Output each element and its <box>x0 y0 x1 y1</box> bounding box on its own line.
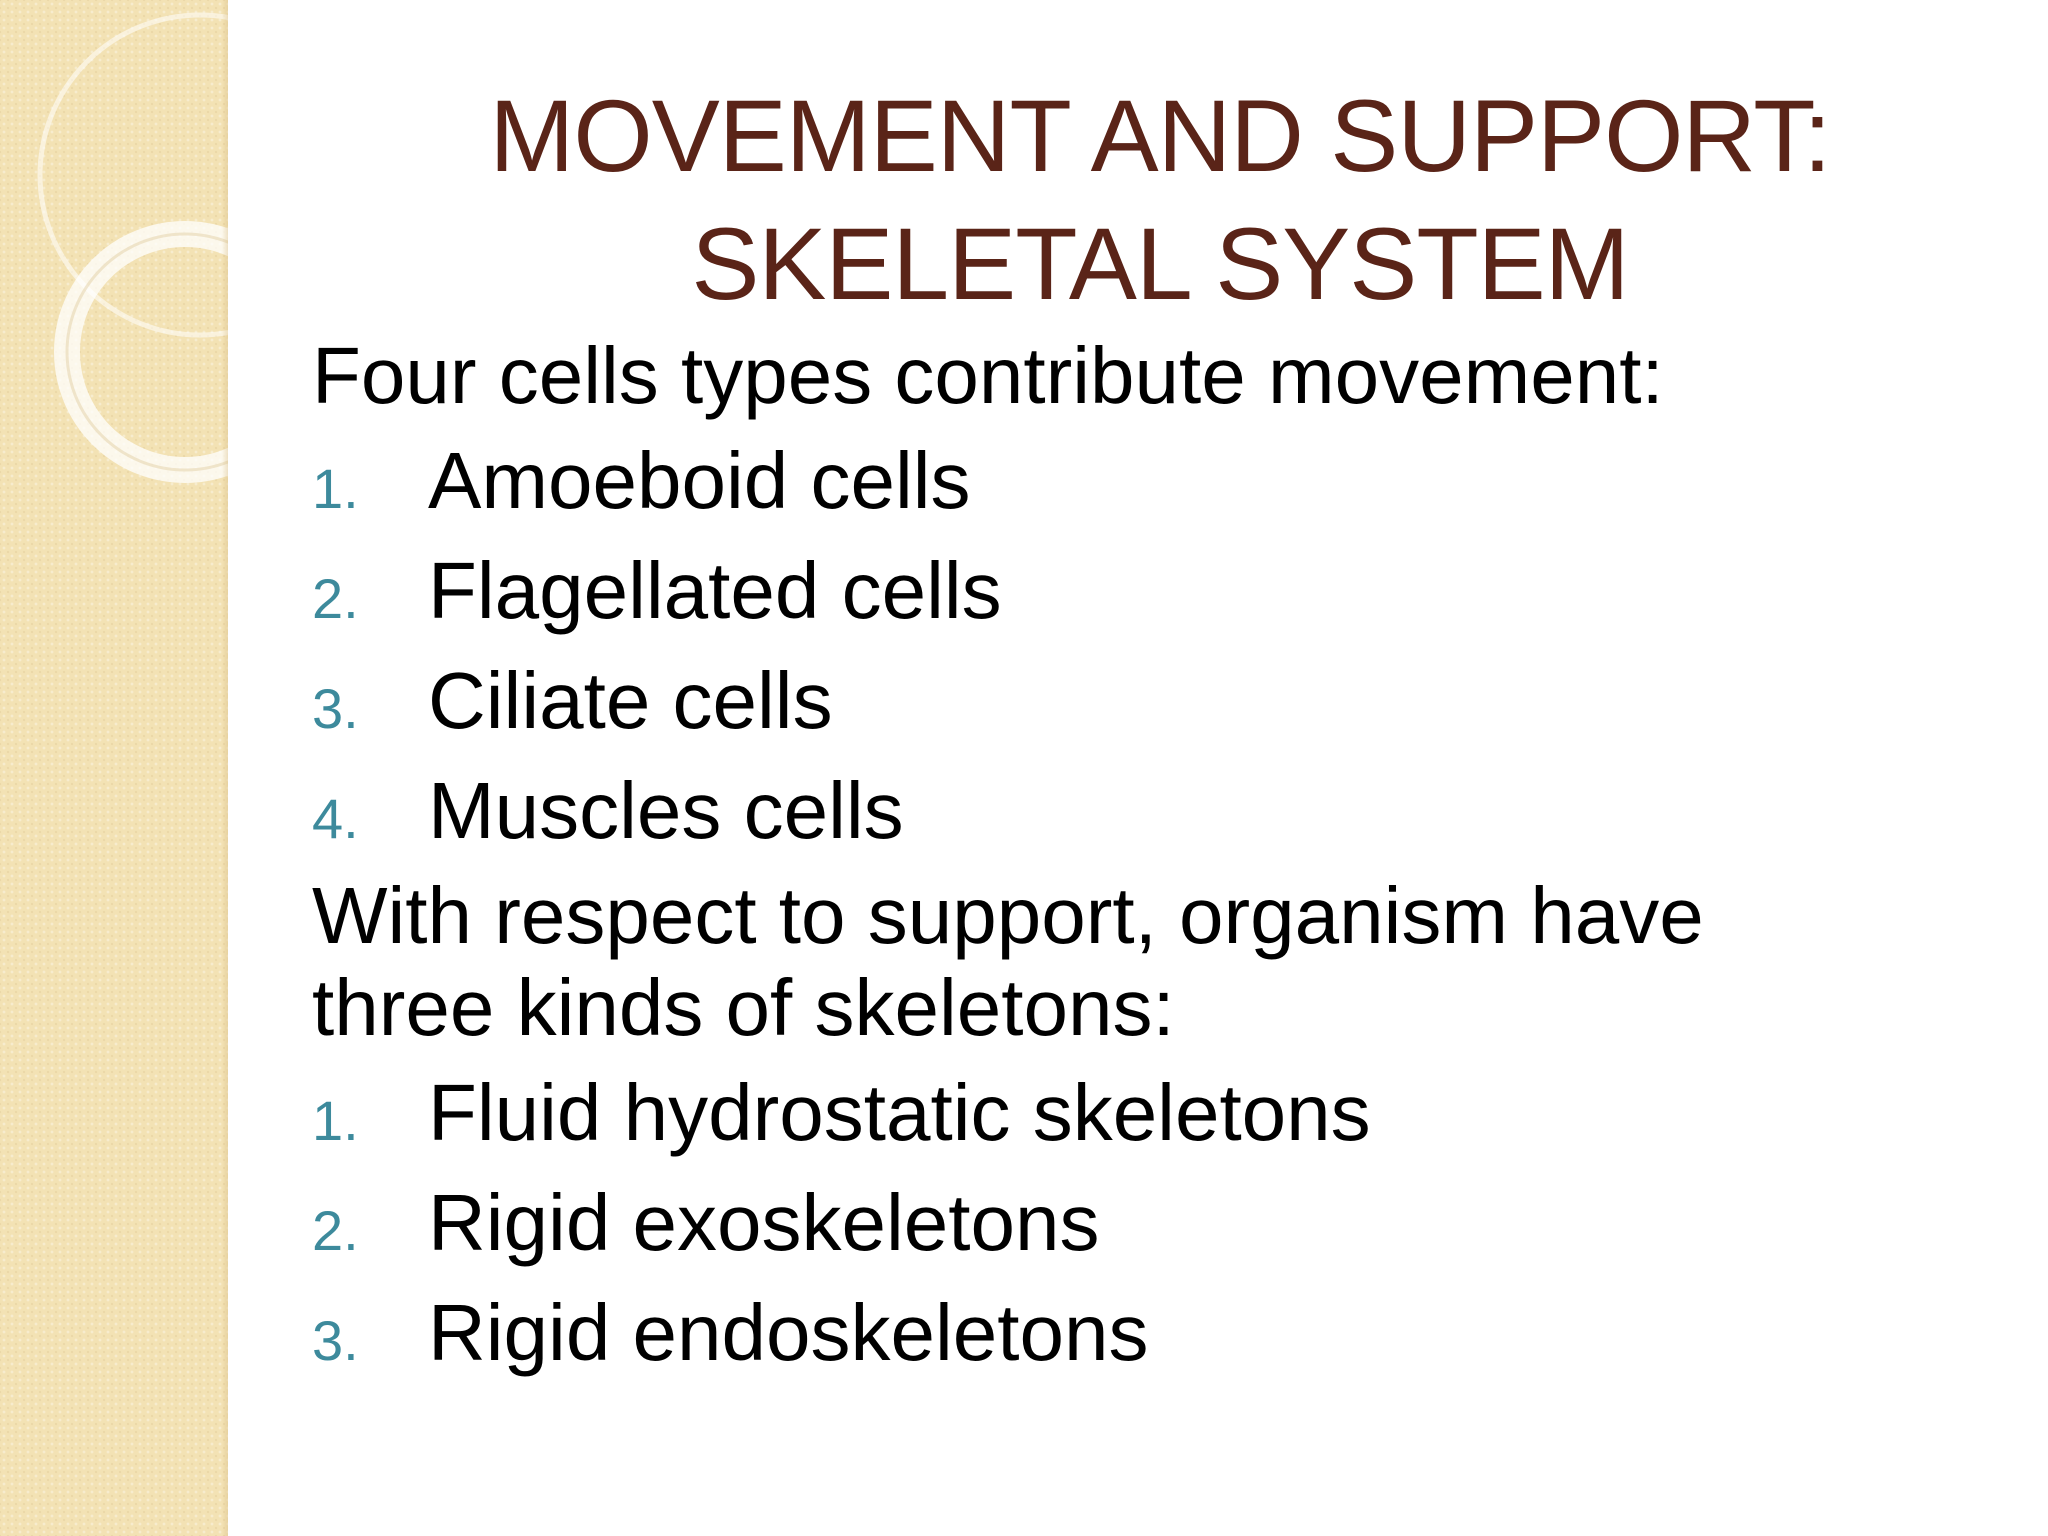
list-number: 2. <box>312 567 359 630</box>
list-item-label: Fluid hydrostatic skeletons <box>428 1068 1371 1157</box>
support-intro: With respect to support, organism have t… <box>312 870 2012 1054</box>
list-number: 4. <box>312 787 359 850</box>
slide-body: Four cells types contribute movement: 1.… <box>312 330 2012 1388</box>
list-number: 2. <box>312 1199 359 1262</box>
list-number: 1. <box>312 1089 359 1152</box>
list-number: 1. <box>312 457 359 520</box>
list-number: 3. <box>312 1309 359 1372</box>
list-item-label: Muscles cells <box>428 766 904 855</box>
movement-list: 1. Amoeboid cells 2. Flagellated cells 3… <box>312 426 2012 866</box>
title-line-2: SKELETAL SYSTEM <box>691 207 1629 321</box>
support-intro-line-1: With respect to support, organism have <box>312 871 1704 960</box>
list-item-label: Amoeboid cells <box>428 436 971 525</box>
list-item: 4. Muscles cells <box>312 756 2012 866</box>
list-item: 1. Fluid hydrostatic skeletons <box>312 1058 2012 1168</box>
list-item: 2. Flagellated cells <box>312 536 2012 646</box>
title-line-1: MOVEMENT AND SUPPORT: <box>489 79 1831 193</box>
list-item: 3. Ciliate cells <box>312 646 2012 756</box>
list-item-label: Rigid endoskeletons <box>428 1288 1149 1377</box>
list-item-label: Rigid exoskeletons <box>428 1178 1100 1267</box>
list-item-label: Flagellated cells <box>428 546 1002 635</box>
list-number: 3. <box>312 677 359 740</box>
decorative-side-band <box>0 0 228 1536</box>
decorative-rings-icon <box>37 12 228 483</box>
movement-intro: Four cells types contribute movement: <box>312 331 1664 420</box>
list-item-label: Ciliate cells <box>428 656 833 745</box>
list-item: 2. Rigid exoskeletons <box>312 1168 2012 1278</box>
support-list: 1. Fluid hydrostatic skeletons 2. Rigid … <box>312 1058 2012 1388</box>
slide-title: MOVEMENT AND SUPPORT: SKELETAL SYSTEM <box>330 72 1990 328</box>
support-intro-line-2: three kinds of skeletons: <box>312 963 1175 1052</box>
list-item: 1. Amoeboid cells <box>312 426 2012 536</box>
list-item: 3. Rigid endoskeletons <box>312 1278 2012 1388</box>
